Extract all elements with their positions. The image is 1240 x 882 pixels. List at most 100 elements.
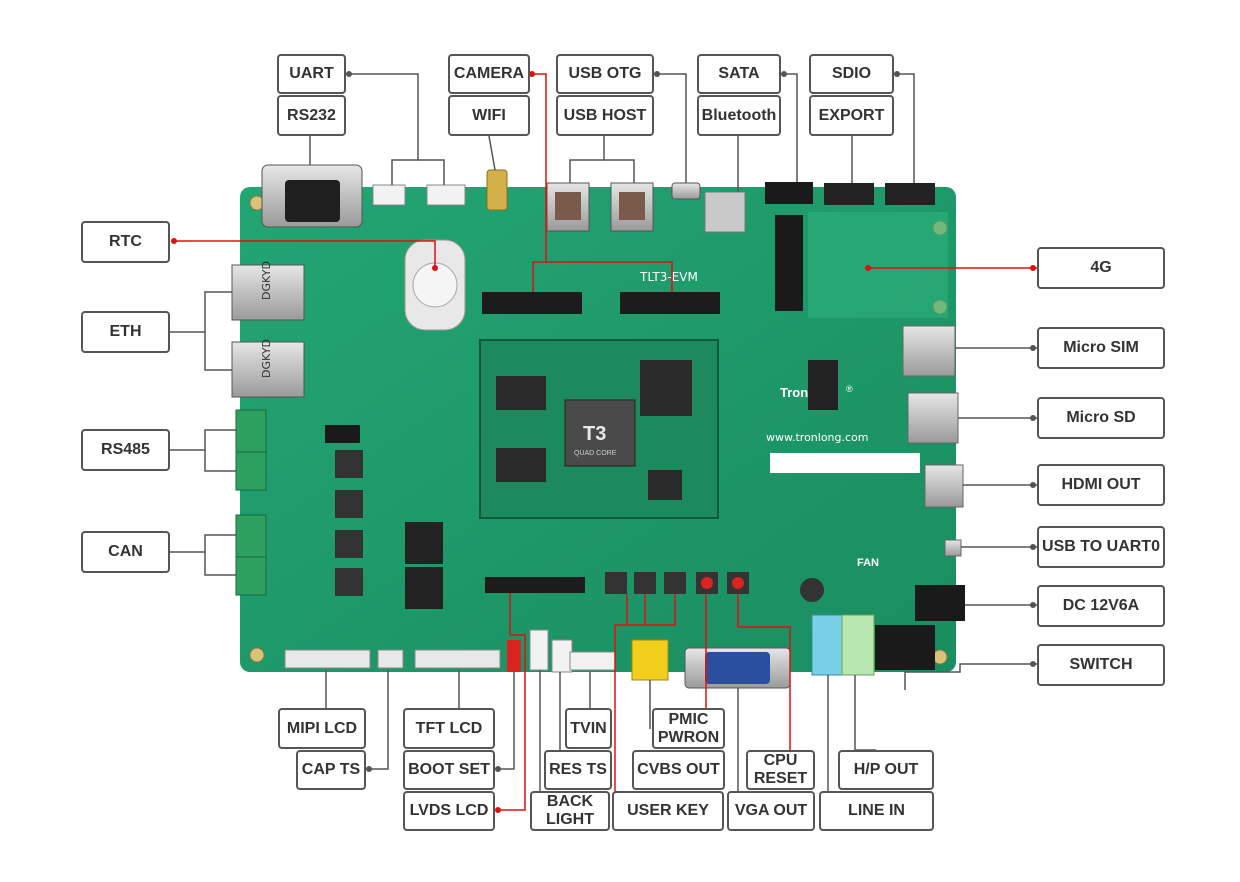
label-line-in: LINE IN [819,791,934,831]
hp-out-jack [841,614,875,676]
leader-dot [495,807,501,813]
usb-uart-connector [944,539,962,557]
user-key-3 [664,572,686,594]
leader-dots-gray [346,71,1036,772]
label-boot-set: BOOT SET [403,750,495,790]
cpu-reset-key-cap [732,577,744,589]
label-usb-to-uart0: USB TO UART0 [1037,526,1165,568]
tft-lcd-connector [414,649,501,669]
label-hdmi-out: HDMI OUT [1037,464,1165,506]
uart-header-2 [426,184,466,206]
leader-dot [529,71,535,77]
label-tft-lcd: TFT LCD [403,708,495,749]
export-header [824,183,874,205]
leader-dot [432,265,438,271]
label-dc-12v6a: DC 12V6A [1037,585,1165,627]
website-text: www.tronlong.com [766,431,869,444]
label-wifi: WIFI [448,95,530,136]
leader-dot [894,71,900,77]
micro-sim-slot [902,325,956,377]
board-model-text: TLT3-EVM [639,270,698,284]
user-key-1 [605,572,627,594]
fan-text: FAN [857,557,879,569]
mounting-hole-icon [249,647,265,663]
label-mipi-lcd: MIPI LCD [278,708,366,749]
label-micro-sim: Micro SIM [1037,327,1165,369]
label-eth: ETH [81,311,170,353]
leader-dot [1030,661,1036,667]
tvin-connector [569,651,616,671]
leader-dot [346,71,352,77]
label-can: CAN [81,531,170,573]
leader-lines-gray [170,73,1037,791]
eth-jack-1-text: DGKYD [260,261,273,300]
leader-dot [1030,544,1036,550]
switch-body [875,625,935,670]
leader-dot [1030,265,1036,271]
transceiver-chip [335,530,363,558]
label-bluetooth: Bluetooth [697,95,781,136]
label-h-p-out: H/P OUT [838,750,934,790]
label-uart: UART [277,54,346,94]
label-usb-otg: USB OTG [556,54,654,94]
capacitor [800,578,824,602]
leader-lines-red [174,73,1037,811]
label-4g: 4G [1037,247,1165,289]
soc-chip-text: T3 [583,423,606,445]
boot-set-switch [507,640,521,672]
logic-chip [405,522,443,564]
eth-jack-2 [231,341,305,398]
label-rtc: RTC [81,221,170,263]
label-back-light: BACK LIGHT [530,791,610,831]
white-label-area [770,453,920,473]
rs232-db9-shell [285,180,340,222]
vga-shell [705,652,770,684]
label-camera: CAMERA [448,54,530,94]
logic-chip [405,567,443,609]
m2-slot [775,215,803,311]
line-in-jack [811,614,845,676]
brand-mark-text: ® [846,384,853,394]
eth-jack-2-text: DGKYD [260,339,273,378]
pmu-chip [808,360,838,410]
cvbs-jack [631,639,669,681]
camera-header-2 [620,292,720,314]
lvds-lcd-header [485,577,585,593]
transceiver-chip [335,568,363,596]
som-ram-chip-1 [496,376,546,410]
can-terminal-2 [235,556,267,596]
wifi-antenna-connector [486,169,508,211]
leader-dot [1030,602,1036,608]
label-cap-ts: CAP TS [296,750,366,790]
lte-module-area [808,212,948,318]
leader-dot [171,238,177,244]
sata-connector [765,182,813,204]
hdmi-connector [924,464,964,508]
usb-otg-port [671,182,701,200]
transceiver-chip [325,425,360,443]
can-terminal-1 [235,514,267,558]
cap-ts-connector [377,649,404,669]
label-sata: SATA [697,54,781,94]
pmic-key-cap [701,577,713,589]
label-export: EXPORT [809,95,894,136]
uart-header-1 [372,184,406,206]
label-tvin: TVIN [565,708,612,749]
leader-dot [1030,482,1036,488]
transceiver-chip [335,490,363,518]
soc-chip [564,399,636,467]
label-micro-sd: Micro SD [1037,397,1165,439]
mounting-hole-icon [932,649,948,665]
user-key-2 [634,572,656,594]
usb-host-port-1-inner [555,192,581,220]
leader-dot [865,265,871,271]
leader-dot [1030,415,1036,421]
som-emmc-chip [640,360,692,416]
label-vga-out: VGA OUT [727,791,815,831]
label-res-ts: RES TS [544,750,612,790]
eth-jack-1 [231,264,305,321]
leader-dots-red [171,71,1036,813]
label-cpu-reset: CPU RESET [746,750,815,790]
